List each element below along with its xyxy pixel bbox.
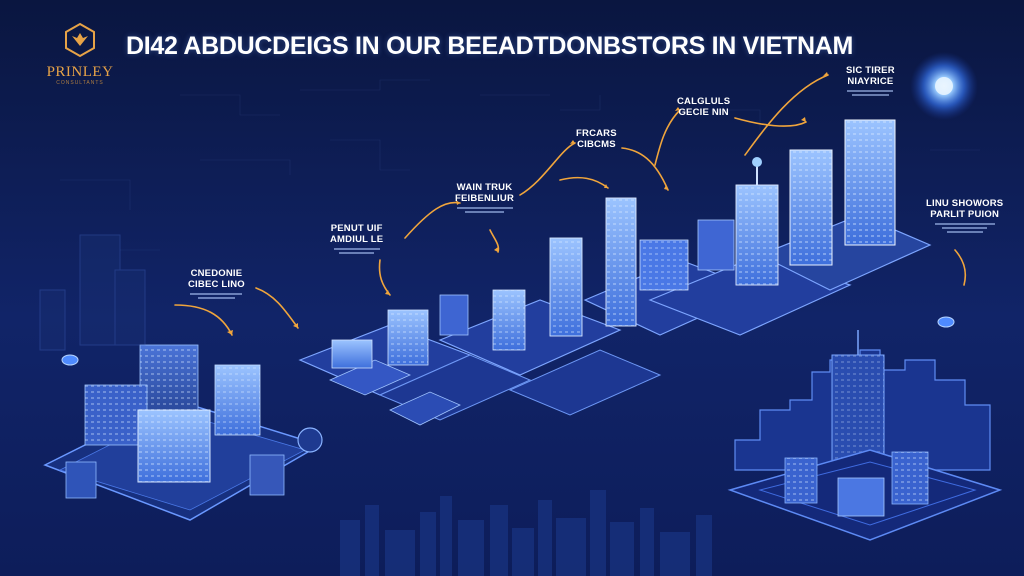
left-faint-towers — [39, 234, 146, 351]
timeline-label-line1: WAIN TRUK — [456, 182, 513, 193]
circuit-texture — [60, 79, 980, 251]
timeline-label-line2: GECIE NIN — [678, 107, 729, 118]
timeline-arrow — [621, 147, 669, 191]
timeline-label: CALGLULS GECIE NIN — [677, 96, 730, 118]
brand-name: PRINLEY — [46, 64, 114, 80]
timeline-arrow — [744, 74, 829, 156]
timeline-arrow — [559, 176, 609, 189]
timeline-label-line1: LINU SHOWORS — [926, 198, 1004, 209]
background-skyline — [340, 490, 712, 576]
brand-emblem-icon — [65, 22, 95, 58]
timeline-arrow — [654, 109, 681, 166]
timeline-arrow — [734, 117, 807, 127]
timeline-label-line1: CNEDONIE — [190, 268, 243, 279]
right-skyline — [727, 330, 1003, 541]
timeline-arrow — [174, 304, 233, 336]
timeline-arrow — [489, 229, 500, 253]
timeline-label-line1: CALGLULS — [677, 96, 731, 107]
timeline-label: LINU SHOWORS PARLIT PUION — [926, 198, 1003, 233]
timeline-label-line2: NIAYRICE — [847, 76, 894, 87]
timeline-label-line2: CIBEC LINO — [188, 279, 245, 290]
timeline-label-line2: CIBCMS — [577, 139, 616, 150]
timeline-arrow — [519, 142, 576, 196]
timeline-arrow — [954, 249, 967, 286]
timeline-label-line2: PARLIT PUION — [930, 209, 1000, 220]
timeline-label: FRCARS CIBCMS — [576, 128, 617, 150]
brand-logo: PRINLEY CONSULTANTS — [38, 22, 122, 96]
timeline-label: SIC TIRER NIAYRICE — [846, 65, 895, 96]
page-title: DI42 ABDUCDEIGS IN OUR BEEADTDONBSTORS I… — [126, 32, 854, 60]
timeline-arrow — [255, 287, 299, 329]
left-hub-platform — [43, 344, 323, 521]
timeline-label-line2: AMDIUL LE — [330, 234, 384, 245]
timeline-arrow — [404, 201, 461, 239]
timeline-label: WAIN TRUK FEIBENLIUR — [455, 182, 514, 213]
timeline-label: PENUT UIF AMDIUL LE — [330, 223, 383, 254]
timeline-label: CNEDONIE CIBEC LINO — [188, 268, 245, 299]
arrow-heads — [227, 72, 828, 335]
timeline-label-line1: FRCARS — [576, 128, 617, 139]
timeline-label-line2: FEIBENLIUR — [455, 193, 514, 204]
brand-tagline: CONSULTANTS — [56, 80, 104, 86]
growth-buildings — [331, 119, 955, 369]
timeline-label-line1: PENUT UIF — [330, 223, 383, 234]
timeline-label-line1: SIC TIRER — [846, 65, 895, 76]
